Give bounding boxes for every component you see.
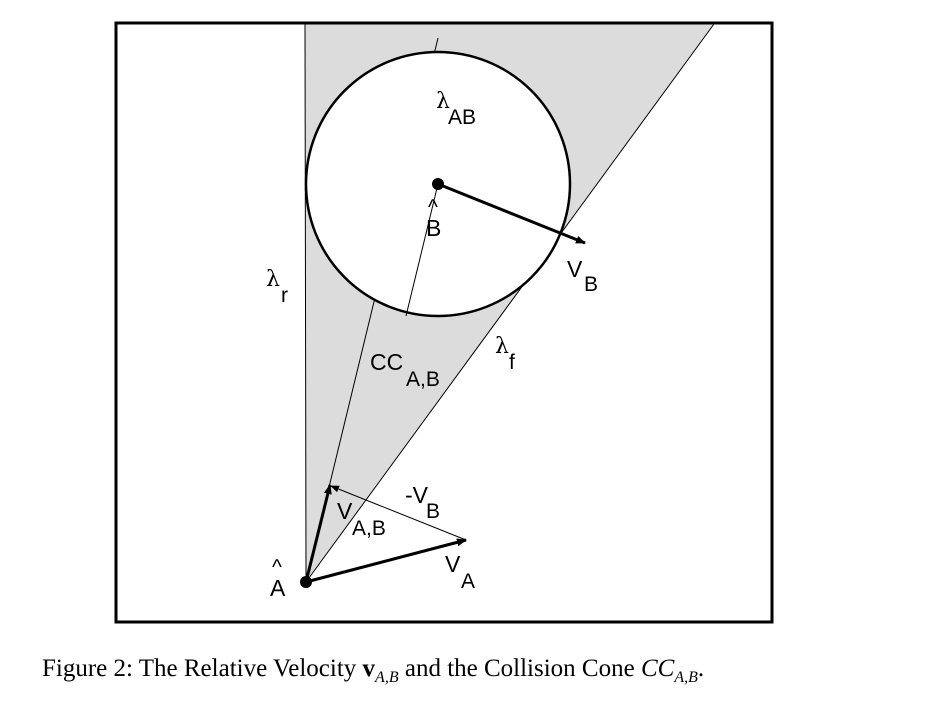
caption-suffix: .: [697, 655, 705, 682]
lambda-f-line: [305, 23, 715, 583]
label-lambda-ab: λ AB: [436, 89, 476, 129]
svg-text:^: ^: [428, 196, 438, 219]
collision-cone-diagram: λ AB ^ B V B λ r CC A,B λ f -V B V A,B ^…: [114, 21, 774, 624]
label-a-hat: ^ A: [270, 556, 286, 601]
svg-text:λ: λ: [495, 334, 509, 359]
svg-text:V: V: [567, 256, 583, 282]
svg-text:f: f: [509, 351, 515, 374]
svg-text:^: ^: [272, 556, 282, 579]
svg-text:B: B: [426, 500, 440, 523]
svg-text:A: A: [461, 570, 475, 593]
velocity-b-arrow: [437, 182, 586, 245]
label-v-a: V A: [445, 551, 475, 593]
caption-v-sub: A,B: [375, 669, 399, 686]
svg-text:A,B: A,B: [406, 368, 440, 391]
caption-middle: and the Collision Cone: [398, 655, 641, 682]
point-a: [300, 576, 312, 588]
caption-v: v: [362, 655, 376, 682]
label-relative-velocity: V A,B: [337, 498, 386, 540]
figure-frame: [114, 21, 774, 624]
caption-cc: CC: [640, 655, 675, 682]
svg-text:AB: AB: [448, 106, 476, 129]
svg-text:CC: CC: [370, 349, 403, 375]
figure-caption: Figure 2: The Relative Velocity vA,B and…: [42, 655, 704, 687]
label-neg-v-b: -V B: [405, 482, 440, 523]
caption-cc-sub: A,B: [674, 669, 698, 686]
svg-text:A,B: A,B: [352, 517, 386, 540]
relative-velocity-arrow: [304, 484, 332, 583]
lambda-r-line: [304, 23, 307, 583]
svg-text:-V: -V: [405, 482, 429, 508]
label-b-hat: ^ B: [426, 196, 441, 241]
label-lambda-r: λ r: [266, 267, 288, 307]
svg-text:A: A: [270, 575, 286, 601]
svg-text:V: V: [445, 551, 461, 577]
label-collision-cone: CC A,B: [370, 349, 440, 391]
caption-prefix: Figure 2: The Relative Velocity: [42, 655, 363, 682]
label-v-b: V B: [567, 256, 598, 296]
label-lambda-f: λ f: [495, 334, 515, 374]
svg-text:B: B: [426, 215, 441, 241]
velocity-a-arrow: [305, 538, 467, 584]
lambda-ab-line-inner: [405, 183, 439, 317]
svg-text:r: r: [281, 284, 288, 307]
svg-text:B: B: [584, 273, 598, 296]
svg-text:λ: λ: [266, 267, 280, 292]
svg-text:V: V: [337, 498, 353, 524]
svg-text:λ: λ: [436, 89, 450, 114]
neg-velocity-b-arrow: [330, 485, 467, 541]
